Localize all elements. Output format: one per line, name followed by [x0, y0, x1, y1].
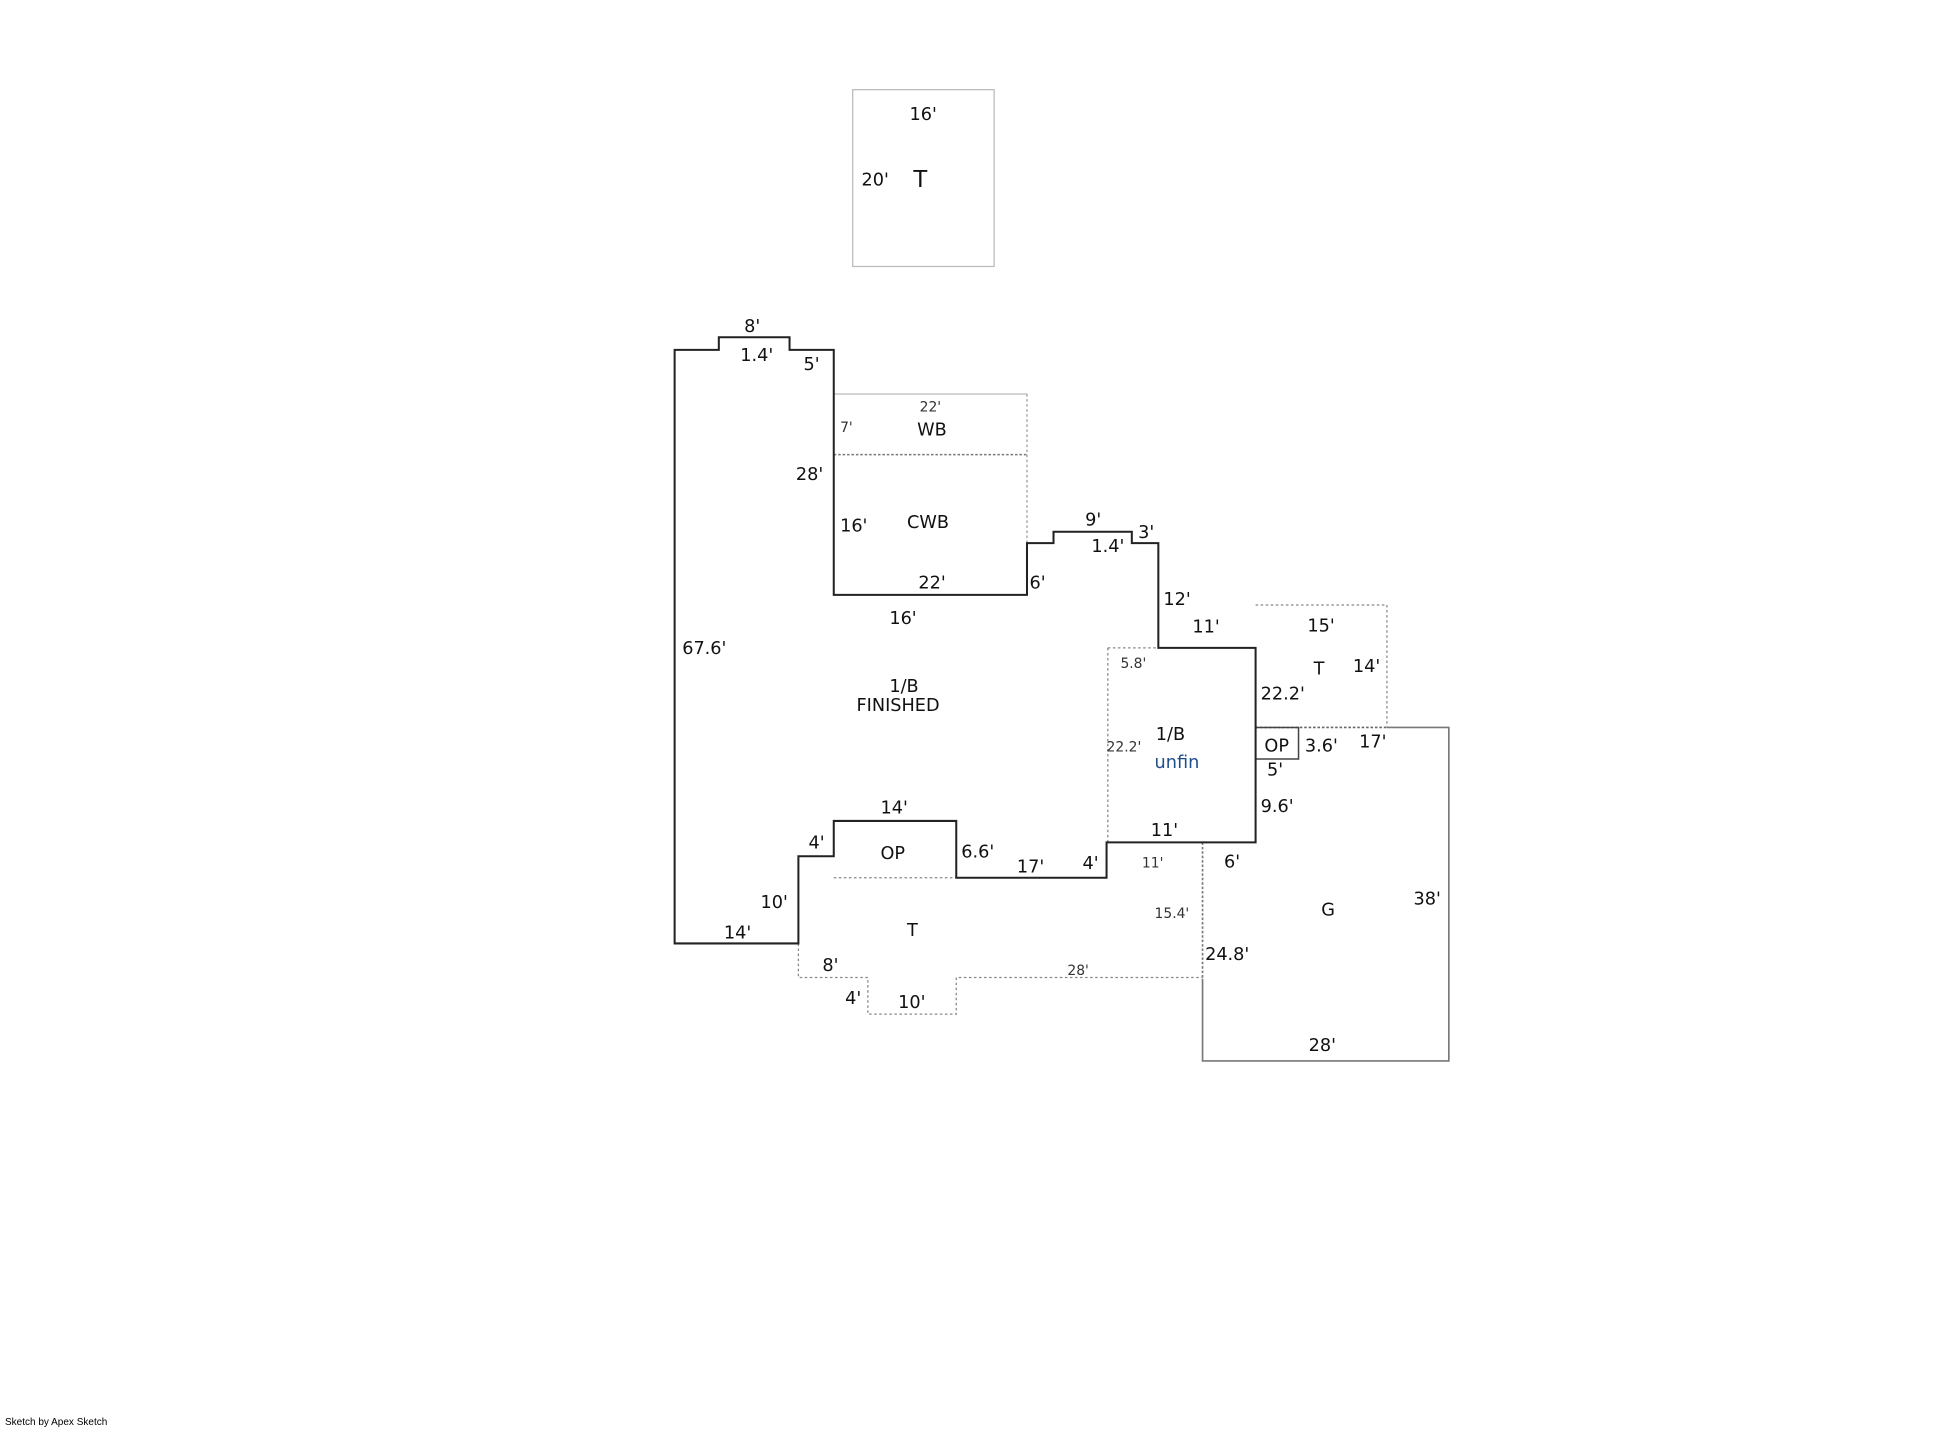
unfin-labels: 1/B unfin 5.8' 22.2' — [1107, 656, 1200, 773]
dim-label: 3.6' — [1305, 736, 1338, 756]
dim-label: 9' — [1085, 510, 1101, 530]
dim-label: 12' — [1163, 590, 1190, 610]
dim-label: 4' — [808, 834, 824, 854]
garage-labels: G 6' 38' 24.8' 28' — [1205, 853, 1441, 1056]
main-labels: 1/B FINISHED 8' 1.4' 5' 28' 16' 67.6' 6'… — [682, 317, 1305, 943]
area-label: T — [1313, 659, 1325, 679]
dim-label: 5' — [1267, 760, 1283, 780]
main-outline — [673, 336, 1257, 945]
dim-label: 1.4' — [740, 346, 773, 366]
dim-label: 1.4' — [1091, 537, 1124, 557]
dim-label: 22' — [918, 574, 945, 594]
dim-label: 6' — [1030, 574, 1046, 594]
dim-label: 6' — [1224, 853, 1240, 873]
dim-label: 22.2' — [1107, 739, 1142, 755]
dim-label: 16' — [840, 517, 867, 537]
area-label: OP — [880, 844, 905, 864]
area-label: CWB — [907, 513, 949, 533]
dim-label: 15.4' — [1155, 906, 1190, 922]
dim-label: 16' — [910, 105, 937, 125]
top-terrace: 16' 20' T — [852, 89, 995, 268]
dim-label: 14' — [880, 798, 907, 818]
dim-label: 22' — [920, 400, 941, 416]
dim-label: 9.6' — [1261, 797, 1294, 817]
area-label: T — [906, 921, 918, 941]
dim-label: 5.8' — [1120, 656, 1146, 672]
area-label: G — [1321, 901, 1335, 921]
terrace-right-labels: T 15' 14' 17' OP 3.6' 5' — [1264, 616, 1386, 780]
wb-labels: 22' 7' WB CWB 16' 22' — [840, 400, 949, 594]
dim-label: 7' — [840, 420, 853, 436]
dim-label: 28' — [1067, 963, 1088, 979]
terrace-bottom-labels: T 11' 15.4' 28' 8' 4' 10' — [822, 856, 1189, 1013]
dim-label: 8' — [822, 956, 838, 976]
dim-label: 67.6' — [682, 639, 726, 659]
area-label: 1/B — [889, 677, 918, 697]
dim-label: 28' — [796, 465, 823, 485]
dim-label: 10' — [761, 893, 788, 913]
area-label: WB — [917, 421, 947, 441]
dim-label: 11' — [1192, 618, 1219, 638]
dim-label: 15' — [1307, 616, 1334, 636]
dim-label: 10' — [898, 993, 925, 1013]
dim-label: 11' — [1151, 821, 1178, 841]
dim-label: 5' — [803, 355, 819, 375]
dim-label: 16' — [889, 609, 916, 629]
area-label: unfin — [1155, 753, 1200, 773]
dim-label: 24.8' — [1205, 945, 1249, 965]
dim-label: 28' — [1309, 1036, 1336, 1056]
sketch-credit: Sketch by Apex Sketch — [5, 1417, 108, 1428]
dim-label: 38' — [1413, 889, 1440, 909]
dim-label: 22.2' — [1261, 685, 1305, 705]
area-label: OP — [1264, 736, 1289, 756]
light-outlines — [797, 393, 1450, 1062]
dim-label: 8' — [744, 317, 760, 337]
area-label: T — [912, 167, 927, 193]
dim-label: 3' — [1138, 523, 1154, 543]
dim-label: 14' — [724, 923, 751, 943]
area-label: 1/B — [1156, 725, 1185, 745]
dim-label: 4' — [845, 989, 861, 1009]
dim-label: 17' — [1017, 858, 1044, 878]
dim-label: 17' — [1359, 733, 1386, 753]
dim-label: 11' — [1142, 856, 1163, 872]
dim-label: 4' — [1083, 854, 1099, 874]
dim-label: 20' — [862, 171, 889, 191]
dim-label: 14' — [1353, 657, 1380, 677]
area-label: FINISHED — [856, 696, 939, 716]
dim-label: 6.6' — [961, 843, 994, 863]
